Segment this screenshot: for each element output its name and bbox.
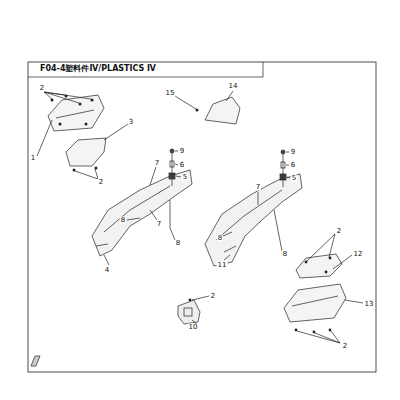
callout-number: 4 (104, 267, 110, 274)
leader-line (226, 91, 233, 101)
callout-number: 8 (217, 235, 223, 242)
callout-number: 10 (188, 324, 199, 331)
duct-part (205, 174, 302, 266)
leader-line (274, 210, 282, 251)
frame (28, 62, 376, 372)
callout-number: 7 (154, 160, 160, 167)
duct-part (104, 186, 170, 232)
leader-line (150, 210, 157, 220)
callout-number: 7 (255, 184, 261, 191)
panel-part (66, 138, 106, 166)
leader-line (75, 169, 98, 179)
callout-number: 8 (175, 240, 181, 247)
callout-number: 7 (156, 221, 162, 228)
leader-line (258, 192, 259, 205)
callout-number: 15 (165, 90, 176, 97)
screws (51, 95, 199, 172)
callout-number: 2 (342, 343, 348, 350)
clip-part (178, 300, 200, 324)
panel-part (284, 284, 346, 322)
panel-part (292, 296, 338, 306)
duct-part (92, 170, 192, 256)
corner-icon (31, 356, 40, 366)
leader-line (223, 232, 232, 236)
callout-number: 5 (291, 175, 297, 182)
callout-number: 6 (179, 162, 185, 169)
title-rule (28, 77, 263, 78)
diagram-title: F04-4塑料件Ⅳ/PLASTICS Ⅳ (40, 65, 156, 73)
callout-number: 12 (353, 251, 364, 258)
leader-line (307, 234, 335, 261)
callout-number: 9 (179, 148, 185, 155)
leader-line (297, 331, 340, 343)
leader-line (224, 255, 230, 260)
leader-line (345, 300, 363, 303)
callout-number: 13 (364, 301, 375, 308)
callout-number: 8 (282, 251, 288, 258)
screws (189, 257, 332, 334)
leader-line (104, 124, 128, 140)
callout-number: 1 (30, 155, 36, 162)
leader-line (170, 200, 175, 240)
leader-line (333, 255, 352, 269)
callout-number: 2 (39, 85, 45, 92)
panel-part (48, 95, 104, 131)
clip-part (184, 308, 192, 316)
leader-line (37, 120, 52, 156)
callout-number: 6 (290, 162, 296, 169)
leader-line (44, 92, 91, 103)
duct-part (224, 246, 236, 252)
screw-stack (280, 150, 286, 187)
duct-part (96, 244, 108, 246)
leader-line (104, 255, 109, 265)
leader-line (192, 296, 209, 300)
callout-number: 9 (290, 149, 296, 156)
callout-number: 8 (120, 217, 126, 224)
leader-line (127, 218, 140, 220)
leader-line (175, 96, 196, 109)
callout-number: 14 (228, 83, 239, 90)
callout-number: 2 (98, 179, 104, 186)
callout-number: 3 (128, 119, 134, 126)
panel-part (296, 254, 342, 278)
callout-number: 11 (217, 262, 228, 269)
callout-number: 5 (182, 174, 188, 181)
duct-part (216, 190, 282, 240)
panel-part (56, 110, 94, 118)
leader-line (150, 167, 156, 185)
callout-number: 2 (210, 293, 216, 300)
cover-part (205, 97, 240, 124)
screw-stack (169, 149, 175, 186)
title-rule (263, 62, 264, 77)
callout-number: 2 (336, 228, 342, 235)
